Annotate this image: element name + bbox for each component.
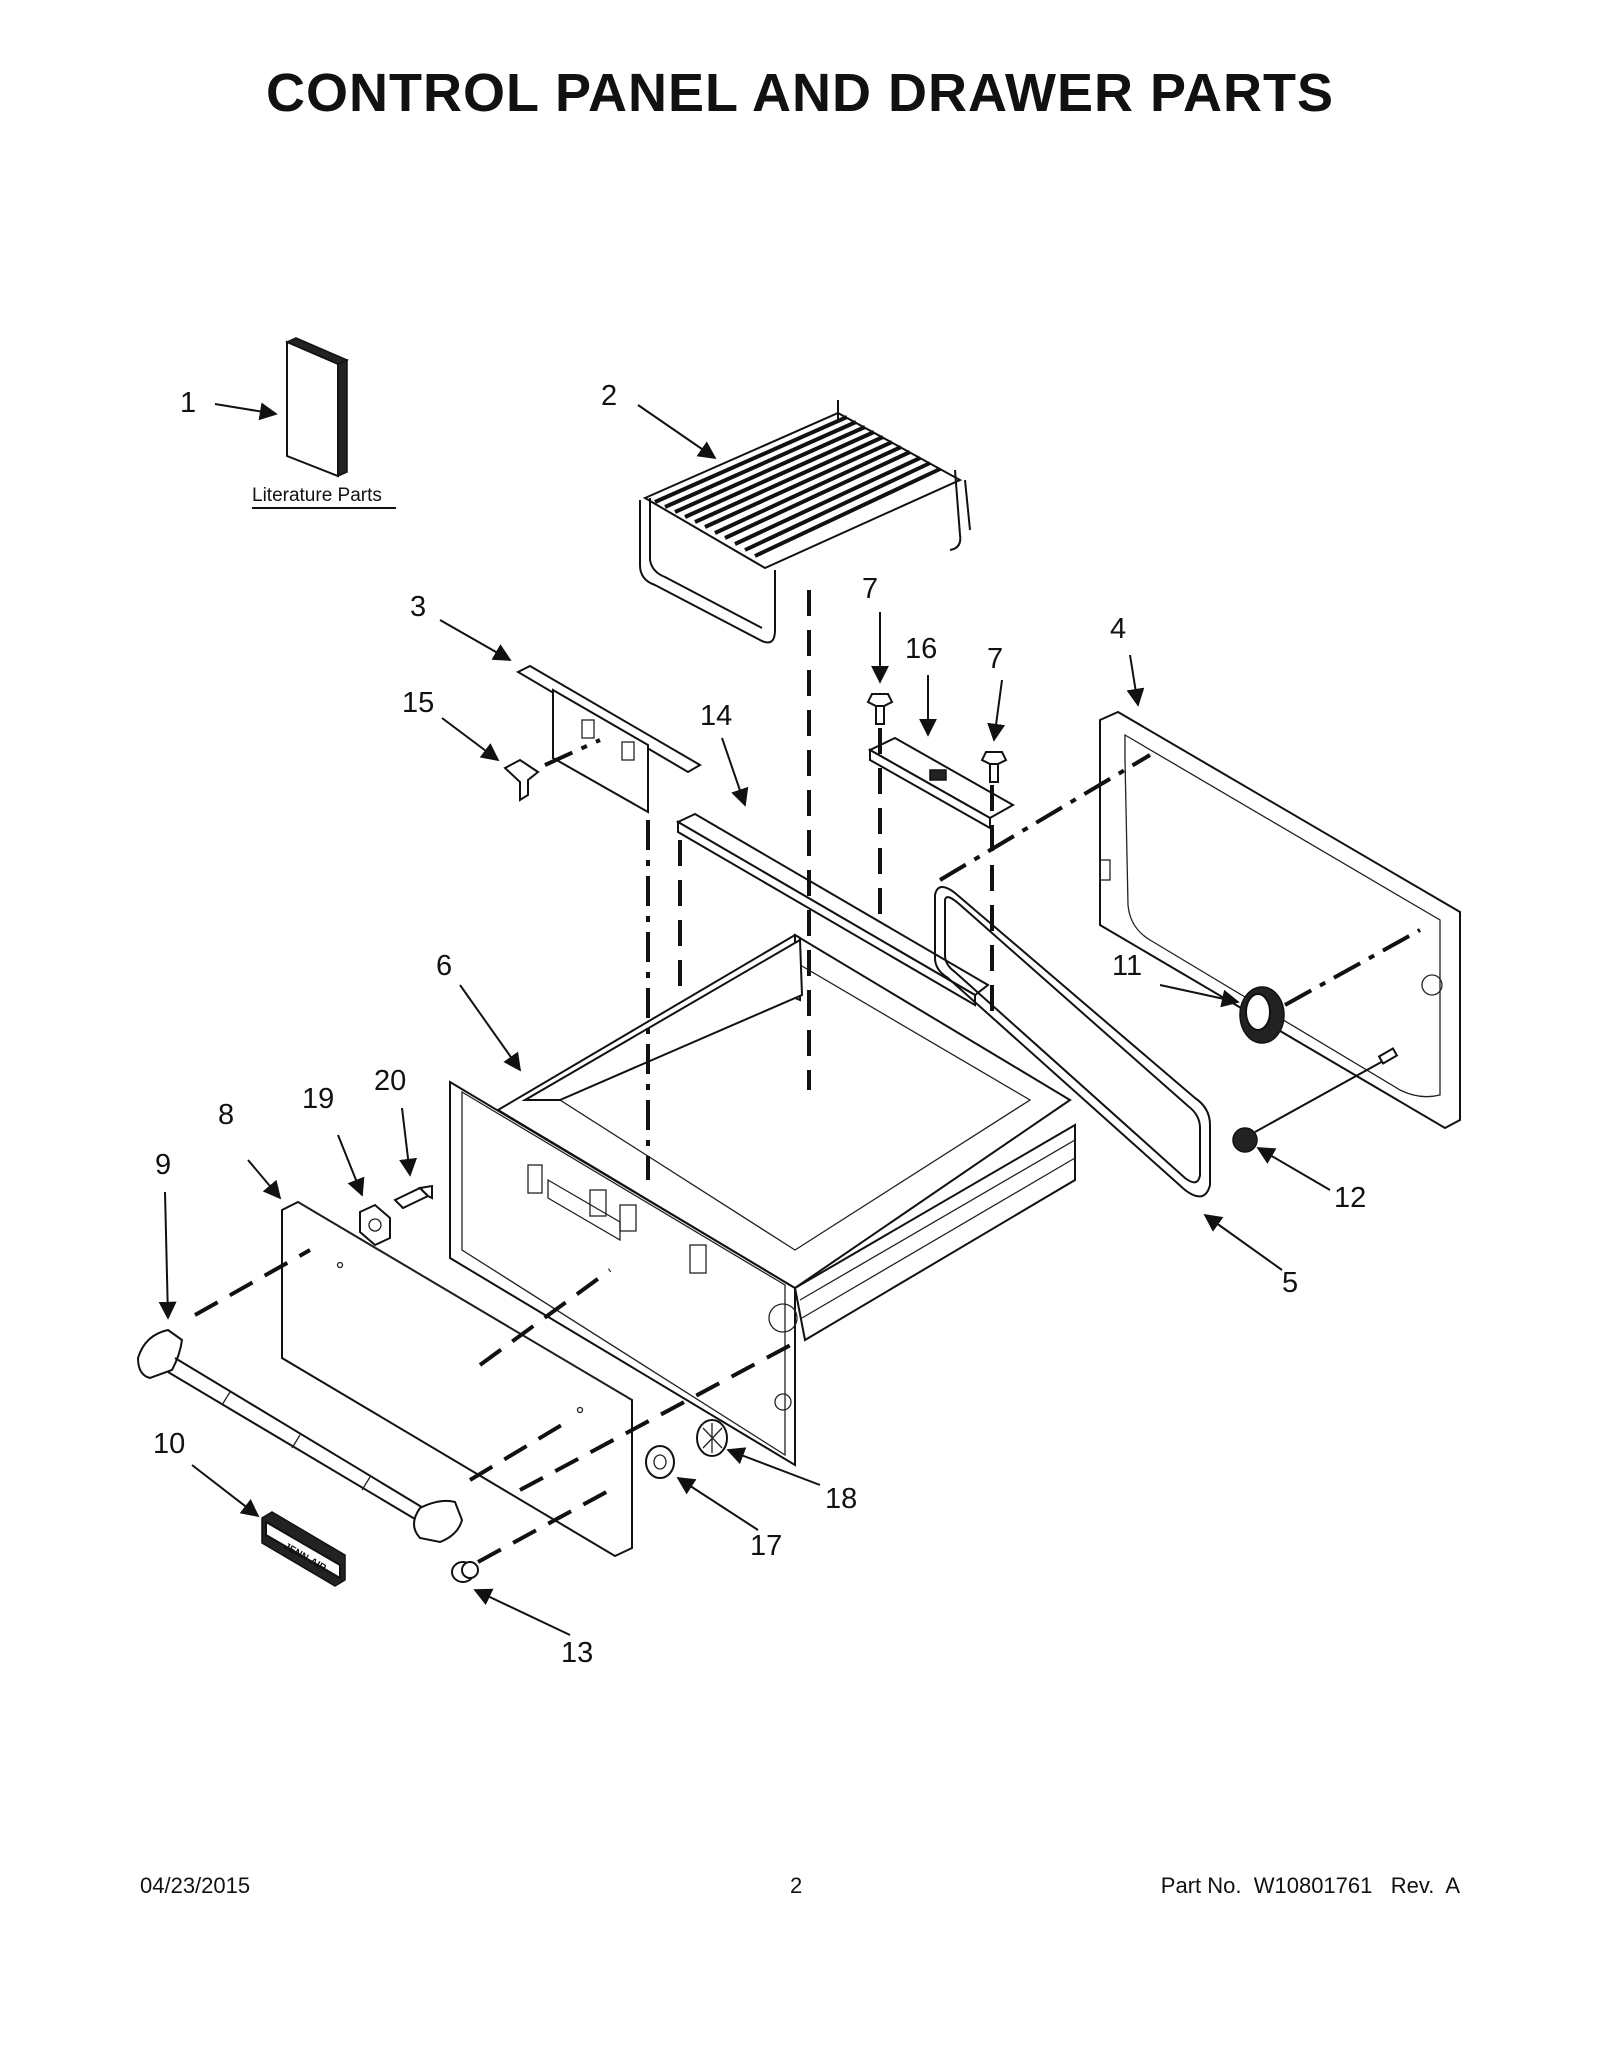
- callout-13: 13: [561, 1637, 593, 1669]
- part-7-screw-b: [980, 751, 1008, 783]
- part-4-control-panel: [1099, 710, 1461, 1130]
- callout-11: 11: [1112, 950, 1142, 982]
- part-6-drawer-body: [449, 933, 1076, 1467]
- part-10-badge: [261, 1511, 346, 1587]
- page-title: CONTROL PANEL AND DRAWER PARTS: [265, 63, 1335, 123]
- callout-8: 8: [218, 1099, 234, 1131]
- part-8-drawer-front: [281, 1200, 633, 1558]
- callout-4: 4: [1110, 613, 1126, 645]
- leader-arrows: [158, 402, 1331, 1636]
- part-3-bracket: [515, 664, 702, 814]
- callout-18: 18: [825, 1483, 857, 1515]
- callout-2: 2: [601, 380, 617, 412]
- callout-14: 14: [700, 700, 732, 732]
- part-1-literature: [252, 337, 396, 509]
- callout-7a: 7: [862, 573, 878, 605]
- part-20-screw: [393, 1184, 433, 1210]
- part-17-washer: [645, 1445, 675, 1479]
- part-7-screw-a: [866, 693, 894, 725]
- callout-9: 9: [155, 1149, 171, 1181]
- part-14-trim-strip: [675, 812, 990, 1007]
- part-15-clip: [503, 758, 540, 802]
- footer-part-number: Part No. W10801761 Rev. A: [1160, 1873, 1460, 1898]
- callout-3: 3: [410, 591, 426, 623]
- part-9-handle: [136, 1328, 464, 1544]
- footer-page-number: 2: [790, 1873, 803, 1898]
- footer-date: 04/23/2015: [140, 1873, 251, 1898]
- part-18-gear: [696, 1419, 728, 1457]
- callout-19: 19: [302, 1083, 334, 1115]
- part-11-knob: [1239, 986, 1285, 1044]
- assembly-lines: [194, 590, 1421, 1564]
- callout-6: 6: [436, 950, 452, 982]
- part-12-sensor: [1232, 1047, 1399, 1153]
- callout-15: 15: [402, 687, 434, 719]
- part-5-gasket: [934, 886, 1211, 1198]
- callout-1: 1: [180, 387, 196, 419]
- callout-17: 17: [750, 1530, 782, 1562]
- part-2-wire-rack: [639, 400, 971, 644]
- part-19-washer-plate: [359, 1203, 391, 1247]
- callout-10: 10: [153, 1428, 185, 1460]
- callout-5: 5: [1282, 1267, 1298, 1299]
- callout-12: 12: [1334, 1182, 1366, 1214]
- callout-20: 20: [374, 1065, 406, 1097]
- part-13-plug: [451, 1561, 479, 1583]
- callout-7b: 7: [987, 643, 1003, 675]
- literature-parts-label: Literature Parts: [252, 485, 382, 506]
- callout-16: 16: [905, 633, 937, 665]
